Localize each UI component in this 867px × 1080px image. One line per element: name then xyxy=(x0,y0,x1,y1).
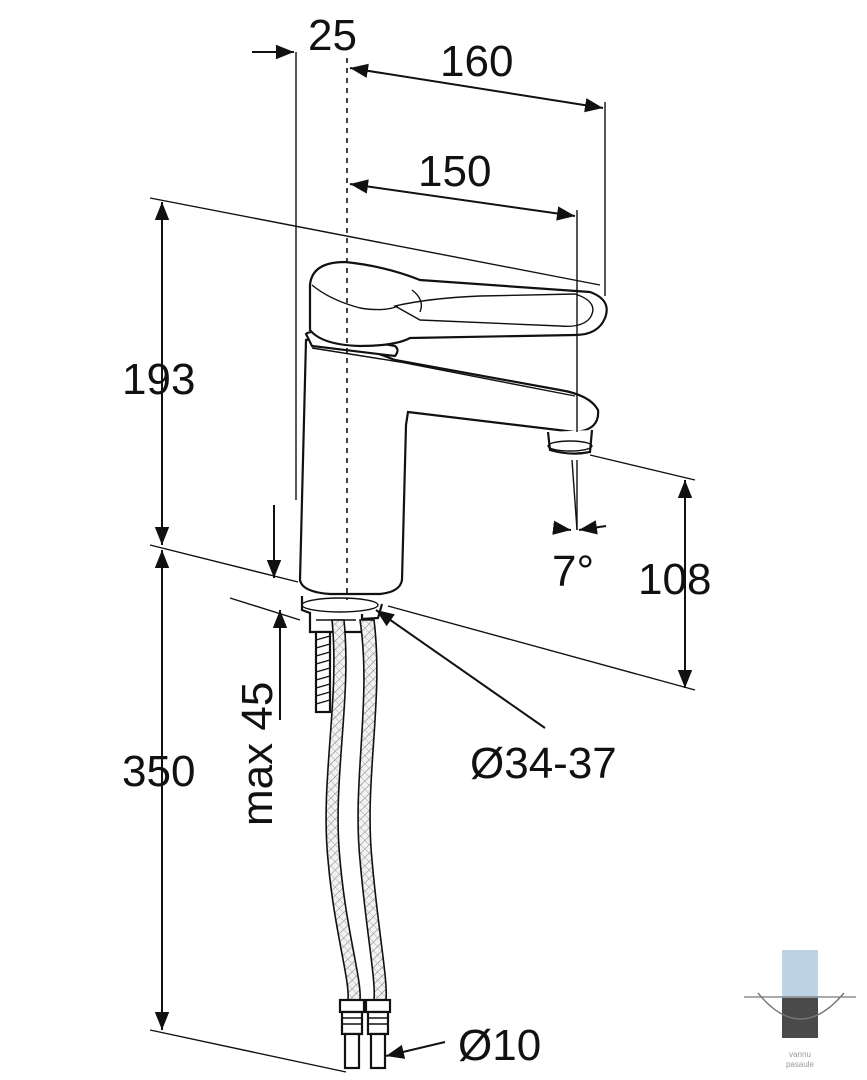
dim-25-label: 25 xyxy=(308,11,357,60)
dim-max45-label: max 45 xyxy=(233,682,282,826)
supply-hoses xyxy=(325,619,392,1070)
dim-150-label: 150 xyxy=(418,147,491,196)
dim-diameter-10-label: Ø10 xyxy=(458,1021,541,1070)
threaded-rod xyxy=(314,630,332,714)
logo-text-line1: vannu xyxy=(789,1050,811,1059)
dim-diameter-34-37-label: Ø34-37 xyxy=(470,739,617,788)
vannu-pasaule-logo: vannu pasaule xyxy=(744,950,856,1069)
dim-193-label: 193 xyxy=(122,355,195,404)
faucet-body xyxy=(298,330,600,596)
dim-7-degree-label: 7° xyxy=(552,547,594,596)
logo-dark-block xyxy=(782,998,818,1038)
dimension-lines xyxy=(149,44,696,1073)
logo-water-block xyxy=(782,950,818,998)
logo-text-line2: pasaule xyxy=(786,1060,815,1069)
dim-160-label: 160 xyxy=(440,37,513,86)
logo-arc xyxy=(757,992,845,1020)
lever-handle xyxy=(308,260,608,348)
dim-350-label: 350 xyxy=(122,747,195,796)
dim-108-label: 108 xyxy=(638,555,711,604)
